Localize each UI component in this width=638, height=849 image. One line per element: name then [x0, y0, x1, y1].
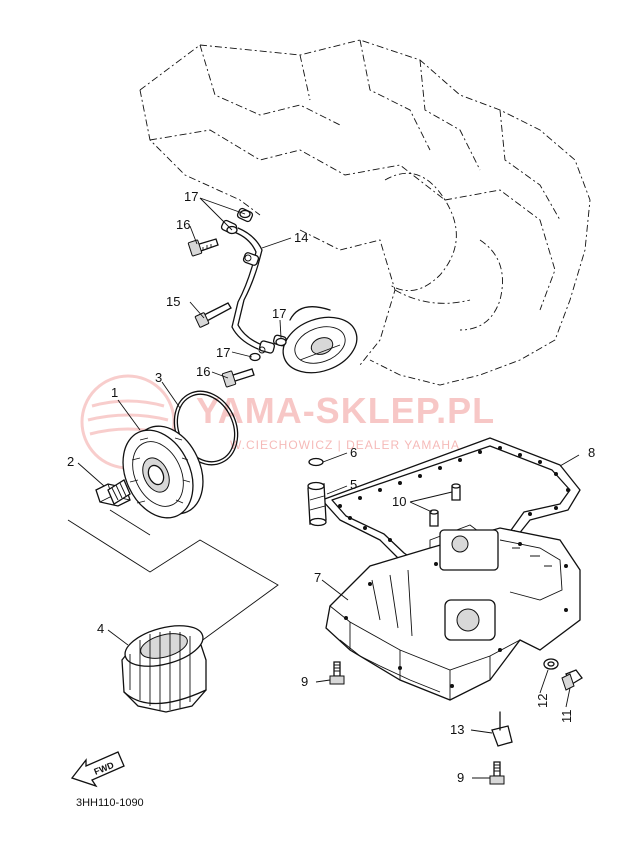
- callout-17-upper: 17: [184, 189, 198, 204]
- union-bolt-2: [95, 479, 131, 507]
- callout-1: 1: [111, 385, 118, 400]
- callout-11: 11: [559, 710, 574, 724]
- oil-filter-mount: [282, 306, 358, 374]
- callout-12: 12: [535, 694, 550, 708]
- fwd-arrow-icon: FWD: [70, 751, 125, 788]
- callout-7: 7: [314, 570, 321, 585]
- callout-3: 3: [155, 370, 162, 385]
- callout-9-upper: 9: [301, 674, 308, 689]
- gasket-washer-12: [543, 658, 559, 670]
- callout-5: 5: [350, 477, 357, 492]
- callout-9-lower: 9: [457, 770, 464, 785]
- watermark-title: YAMA-SKLEP.PL: [196, 390, 495, 431]
- callout-8: 8: [588, 445, 595, 460]
- callout-16-upper: 16: [176, 217, 190, 232]
- callout-15: 15: [166, 294, 180, 309]
- union-bolt-16-lower: [221, 368, 255, 388]
- callout-6: 6: [350, 445, 357, 460]
- oil-filter-4: [121, 625, 207, 713]
- watermark: YAMA-SKLEP.PL W.CIECHOWICZ | DEALER YAMA…: [80, 374, 495, 470]
- bolt-15: [194, 302, 232, 328]
- leader-lines: [77, 197, 580, 779]
- clamp-13: [491, 711, 513, 747]
- callout-13: 13: [450, 722, 464, 737]
- drain-bolt-11: [561, 669, 583, 691]
- oil-pan-7: [325, 527, 581, 701]
- callout-2: 2: [67, 454, 74, 469]
- assembly-leader-lines: [67, 509, 279, 643]
- engine-block-outline: [139, 39, 591, 386]
- callout-4: 4: [97, 621, 104, 636]
- dowel-pins-10: [429, 483, 461, 527]
- oil-cooler-1: [122, 425, 204, 519]
- o-ring-6: [308, 457, 324, 467]
- bolt-9-upper: [329, 661, 345, 685]
- oil-pipe-5: [307, 481, 327, 527]
- bolt-9-lower: [489, 761, 505, 785]
- callout-17-right: 17: [272, 306, 286, 321]
- watermark-subtitle: W.CIECHOWICZ | DEALER YAMAHA: [230, 438, 460, 452]
- callout-16-lower: 16: [196, 364, 210, 379]
- callout-10: 10: [392, 494, 406, 509]
- union-bolt-16-upper: [187, 238, 219, 257]
- callout-labels: 1 2 3 4 5 6 7 8 9 9 10 11 12 13 14 15 16…: [67, 189, 595, 785]
- callout-17-lower: 17: [216, 345, 230, 360]
- diagram-code: 3HH110-1090: [76, 797, 144, 809]
- callout-14: 14: [294, 230, 308, 245]
